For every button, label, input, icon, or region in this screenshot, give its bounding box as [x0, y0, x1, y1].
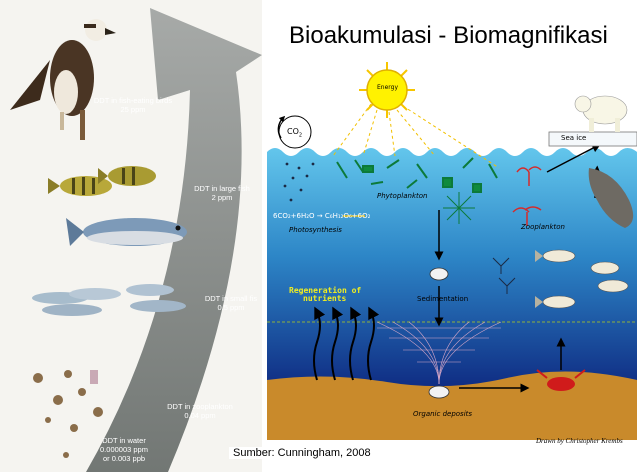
- illustrator-credit: Drawn by Christopher Krembs: [536, 437, 623, 445]
- ddt-small-fish-value: 0.5 ppm: [200, 303, 262, 312]
- ddt-birds-text: DDT in fish-eating birds: [88, 96, 178, 105]
- ddt-water-value-ppb: or 0.003 ppb: [92, 454, 156, 463]
- diatom-icon: [443, 192, 475, 224]
- phytoplankton-label: Phytoplankton: [377, 192, 427, 200]
- right-panel: Bioakumulasi - Biomagnifikasi: [262, 0, 639, 472]
- ddt-large-fish-value: 2 ppm: [186, 193, 258, 202]
- ddt-zooplankton-value: 0.04 ppm: [160, 411, 240, 420]
- ddt-small-fish-text: DDT in small fis: [200, 294, 262, 303]
- ddt-zooplankton-text: DDT in zooplankton: [160, 402, 240, 411]
- ocean-artwork: [267, 60, 637, 440]
- ddt-water-label: DDT in water 0.000003 ppm or 0.003 ppb: [92, 436, 156, 463]
- co2-text: CO: [287, 127, 299, 136]
- source-citation: Sumber: Cunningham, 2008: [229, 447, 375, 459]
- ddt-birds-label: DDT in fish-eating birds 25 ppm: [88, 96, 178, 114]
- ddt-water-text: DDT in water: [92, 436, 156, 445]
- sedimentation-label: Sedimentation: [417, 295, 468, 303]
- biomagnification-illustration: DDT in fish-eating birds 25 ppm DDT in l…: [0, 0, 262, 472]
- ddt-small-fish-label: DDT in small fis 0.5 ppm: [200, 294, 262, 312]
- trout-icon: [66, 218, 187, 246]
- zooplankton-label: Zooplankton: [521, 223, 565, 231]
- slide-title: Bioakumulasi - Biomagnifikasi: [289, 22, 608, 50]
- polar-bear-icon: [575, 96, 627, 132]
- ocean-diagram: Energy CO2 Sea ice Phytoplankton Zooplan…: [267, 60, 637, 440]
- regeneration-label-line2: nutrients: [303, 294, 346, 303]
- sea-ice-label: Sea ice: [561, 134, 586, 142]
- co2-subscript: 2: [299, 133, 302, 139]
- organic-deposits-label: Organic deposits: [413, 410, 472, 418]
- energy-label: Energy: [377, 84, 398, 91]
- ddt-large-fish-text: DDT in large fish: [186, 184, 258, 193]
- ddt-large-fish-label: DDT in large fish 2 ppm: [186, 184, 258, 202]
- ddt-zooplankton-label: DDT in zooplankton 0.04 ppm: [160, 402, 240, 420]
- photosynthesis-label: Photosynthesis: [289, 226, 342, 234]
- co2-label: CO2: [287, 127, 302, 139]
- photosynthesis-equation: 6CO₂+6H₂O → C₆H₁₂O₆+6O₂: [273, 212, 370, 220]
- ddt-water-value-ppm: 0.000003 ppm: [92, 445, 156, 454]
- ddt-birds-value: 25 ppm: [88, 105, 178, 114]
- osprey-icon: [10, 19, 116, 140]
- large-fish-icon: [48, 166, 156, 196]
